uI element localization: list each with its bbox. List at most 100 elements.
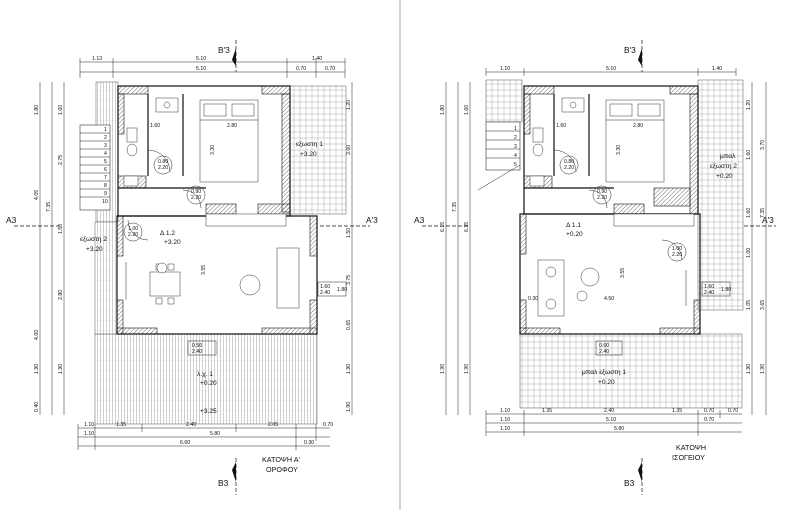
svg-text:1.10: 1.10	[84, 422, 94, 428]
svg-text:1.10: 1.10	[500, 417, 510, 423]
svg-text:0.65: 0.65	[346, 320, 352, 330]
svg-text:0.80: 0.80	[158, 159, 168, 165]
svg-text:5.80: 5.80	[210, 431, 220, 437]
svg-text:1.10: 1.10	[500, 426, 510, 432]
svg-text:6.35: 6.35	[464, 222, 470, 232]
hall-label: Δ 1.2	[160, 230, 175, 237]
svg-text:1.00: 1.00	[672, 246, 682, 252]
upper-right-dimensions: 1.20 3.60 1.50 3.75 0.65 1.90 1.90	[346, 82, 353, 415]
svg-text:2.40: 2.40	[704, 290, 714, 296]
svg-text:2: 2	[104, 135, 107, 141]
svg-text:1.20: 1.20	[346, 100, 352, 110]
svg-text:6: 6	[104, 167, 107, 173]
svg-text:A'3: A'3	[762, 215, 774, 225]
svg-text:B'3: B'3	[218, 45, 230, 55]
svg-text:1.35: 1.35	[116, 422, 126, 428]
svg-text:5.10: 5.10	[606, 417, 616, 423]
svg-text:1.10: 1.10	[500, 66, 510, 72]
upper-stair: 1 2 3 4 5 6 7 8 9 10	[79, 124, 111, 211]
upper-bottom-dimensions: 1.10 1.35 2.40 2.05 0.70 1.10 5.80 6.60 …	[77, 422, 333, 450]
ground-court-1-label: μπαλ εξωστη 1	[582, 369, 626, 376]
svg-text:3.65: 3.65	[760, 300, 766, 310]
lower-label: λ.χ. 1	[197, 371, 213, 378]
svg-text:1.00: 1.00	[746, 248, 752, 258]
ground-court-2-label: μπαλ	[720, 153, 736, 160]
svg-text:3: 3	[514, 144, 517, 150]
ground-bottom-dimensions: 1.10 1.35 2.40 1.35 0.70 0.70 1.10 5.10 …	[485, 408, 742, 436]
ground-room-labels: Δ 1.1 +0.20 μπαλ εξωστη 2 +0.20 μπαλ εξω…	[566, 153, 737, 386]
svg-text:4: 4	[514, 153, 517, 159]
svg-text:6.15: 6.15	[440, 222, 446, 232]
upper-dim-top-3: 1.40	[312, 56, 322, 62]
ground-bathroom-fixtures	[529, 97, 585, 187]
svg-text:7.35: 7.35	[46, 202, 52, 212]
upper-dim-top-1: 1.13	[92, 56, 102, 62]
svg-text:0.90: 0.90	[191, 189, 201, 195]
svg-text:5: 5	[104, 159, 107, 165]
svg-text:0.30: 0.30	[528, 296, 538, 302]
terrace-1-label: εξωστη 1	[296, 141, 323, 148]
upper-title-line1: ΚΑΤΟΨΗ Α'	[262, 455, 300, 464]
svg-text:1.60: 1.60	[58, 105, 64, 115]
upper-bed	[199, 99, 259, 183]
svg-text:1.60: 1.60	[556, 123, 566, 129]
svg-text:4.00: 4.00	[34, 330, 40, 340]
svg-text:2.40: 2.40	[186, 422, 196, 428]
upper-section-marker-bottom: B3	[218, 458, 237, 495]
svg-text:2.20: 2.20	[672, 252, 682, 258]
svg-text:7.35: 7.35	[760, 208, 766, 218]
svg-text:1.90: 1.90	[746, 364, 752, 374]
svg-text:0.60: 0.60	[599, 343, 609, 349]
svg-text:3.30: 3.30	[210, 145, 216, 155]
ground-title-line1: ΚΑΤΟΨΗ	[676, 443, 706, 452]
svg-text:1.50: 1.50	[346, 228, 352, 238]
svg-text:1: 1	[514, 126, 517, 132]
svg-text:4.05: 4.05	[34, 190, 40, 200]
svg-text:2: 2	[514, 135, 517, 141]
ground-court-2-level: +0.20	[716, 173, 733, 180]
svg-text:0.30: 0.30	[304, 440, 314, 446]
svg-text:9: 9	[104, 191, 107, 197]
svg-text:1.35: 1.35	[542, 408, 552, 414]
svg-text:4: 4	[104, 151, 107, 157]
hall-level: +3.20	[164, 239, 181, 246]
upper-plan-title: ΚΑΤΟΨΗ Α' ΟΡΟΦΟΥ	[262, 455, 300, 474]
svg-text:2.05: 2.05	[268, 422, 278, 428]
svg-text:1.20: 1.20	[746, 100, 752, 110]
svg-text:0.90: 0.90	[597, 189, 607, 195]
svg-text:1.60: 1.60	[464, 105, 470, 115]
ground-stair: 1 2 3 4 5	[477, 121, 521, 191]
svg-text:B'3: B'3	[624, 45, 636, 55]
svg-text:0.70: 0.70	[728, 408, 738, 414]
svg-text:7.35: 7.35	[452, 202, 458, 212]
upper-room-labels: εξωστη 1 +3.20 εξωστη 2 +3.20 Δ 1.2 +3.2…	[80, 141, 323, 415]
svg-text:3.70: 3.70	[760, 140, 766, 150]
svg-text:2.20: 2.20	[191, 195, 201, 201]
ground-living-width: 4.50	[604, 296, 614, 302]
svg-text:2.40: 2.40	[604, 408, 614, 414]
svg-text:2.40: 2.40	[192, 349, 202, 355]
ground-living-depth: 3.55	[620, 268, 626, 278]
svg-text:2.40: 2.40	[599, 349, 609, 355]
svg-text:1.90: 1.90	[440, 364, 446, 374]
svg-text:B3: B3	[218, 478, 229, 488]
terrace-1-level: +3.20	[300, 151, 317, 158]
ground-left-strip-tiles	[485, 79, 523, 123]
svg-text:1.90: 1.90	[346, 402, 352, 412]
svg-text:1.80: 1.80	[721, 287, 731, 293]
svg-text:2.75: 2.75	[58, 155, 64, 165]
ground-left-dimensions: 1.80 1.60 7.35 6.15 6.35 1.90 1.90	[440, 82, 471, 415]
svg-text:0.40: 0.40	[34, 402, 40, 412]
svg-text:1.90: 1.90	[346, 364, 352, 374]
svg-text:A3: A3	[6, 215, 17, 225]
svg-text:5: 5	[514, 162, 517, 168]
svg-text:2.80: 2.80	[58, 290, 64, 300]
svg-text:A'3: A'3	[366, 215, 378, 225]
ground-court-2-label2: εξωστη 2	[710, 163, 737, 170]
svg-text:1.90: 1.90	[34, 364, 40, 374]
svg-text:1.10: 1.10	[84, 431, 94, 437]
svg-text:3.30: 3.30	[616, 145, 622, 155]
svg-text:2.80: 2.80	[227, 123, 237, 129]
ground-walls	[519, 85, 701, 335]
